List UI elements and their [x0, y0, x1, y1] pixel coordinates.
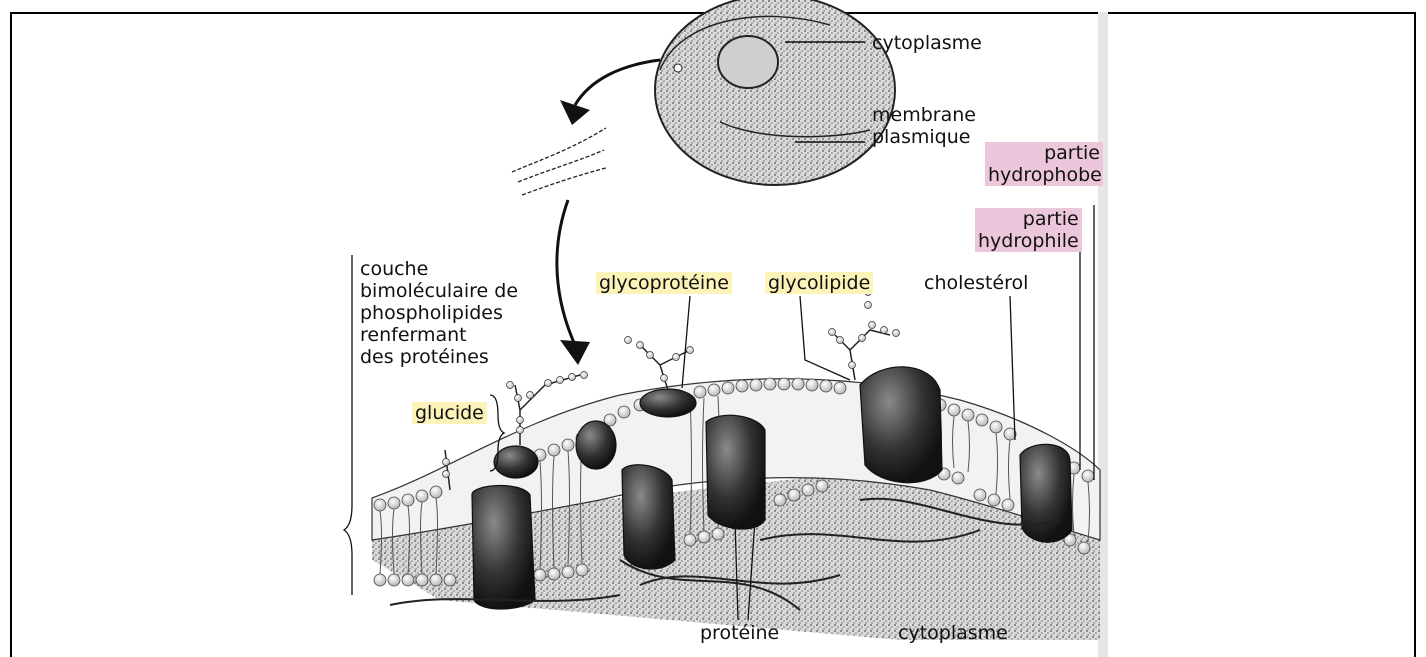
- label-cholesterol: cholestérol: [924, 272, 1028, 294]
- cell-illustration: [655, 0, 895, 185]
- label-glycoproteine: glycoprotéine: [596, 272, 732, 294]
- label-couche-bimoleculaire: couche bimoléculaire de phospholipides r…: [360, 258, 518, 368]
- label-membrane-plasmique: membrane plasmique: [872, 104, 976, 148]
- label-cytoplasme-bottom: cytoplasme: [898, 622, 1008, 644]
- arrow-icon-down: [557, 200, 590, 365]
- label-partie-hydrophile: partie hydrophile: [975, 208, 1082, 252]
- label-glucide: glucide: [412, 402, 487, 424]
- bead-chain-icon: [512, 128, 606, 195]
- label-cytoplasme-top: cytoplasme: [872, 32, 982, 54]
- arrow-icon: [560, 60, 660, 125]
- label-glycolipide: glycolipide: [765, 272, 873, 294]
- label-proteine: protéine: [700, 622, 779, 644]
- label-partie-hydrophobe: partie hydrophobe: [985, 142, 1103, 186]
